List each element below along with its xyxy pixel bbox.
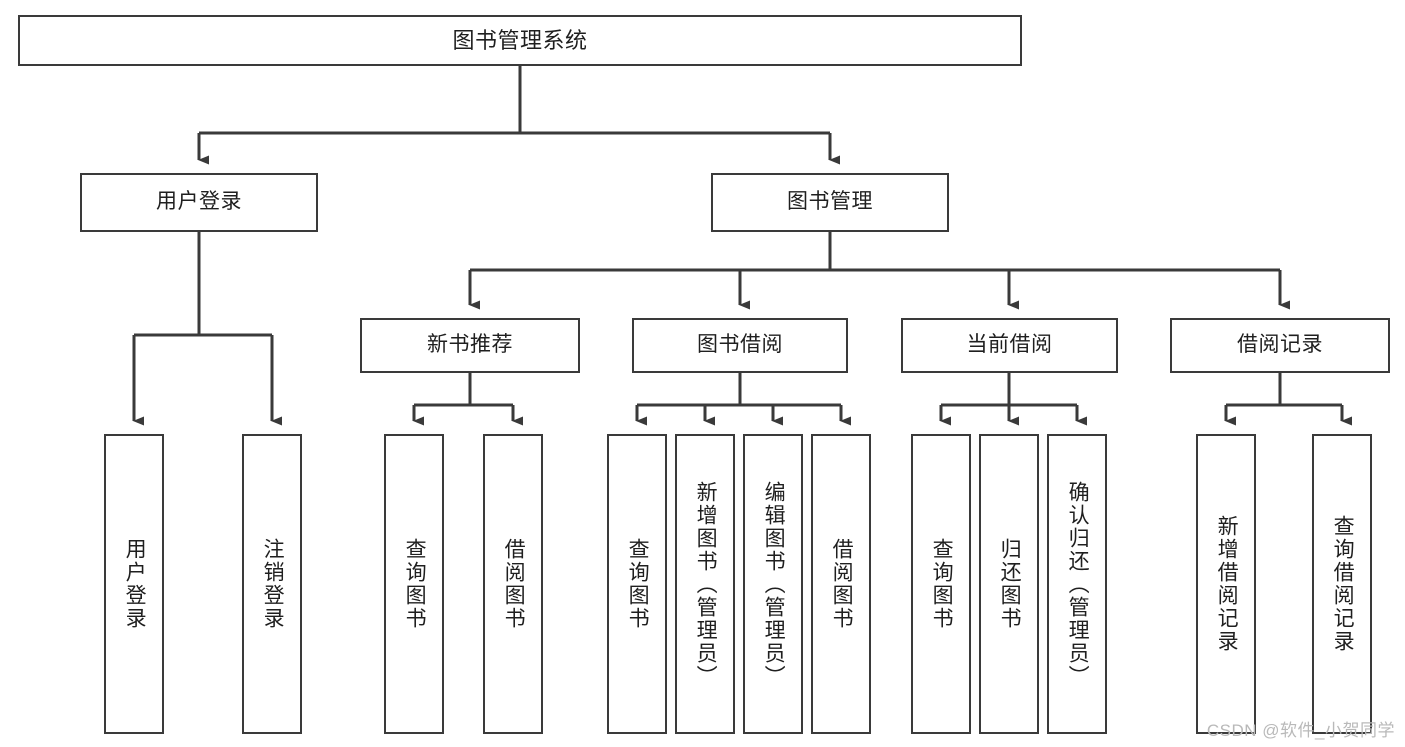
node-label: 当前借阅 bbox=[966, 333, 1053, 357]
node-borrow-record[interactable]: 借阅记录 bbox=[1170, 318, 1390, 373]
leaf-confirm-return-admin[interactable]: 确认归还（管理员） bbox=[1047, 434, 1107, 734]
node-label: 借阅记录 bbox=[1237, 333, 1323, 357]
node-label: 新增借阅记录 bbox=[1215, 515, 1239, 653]
node-root-system[interactable]: 图书管理系统 bbox=[18, 15, 1022, 66]
leaf-borrow-book-newbook[interactable]: 借阅图书 bbox=[483, 434, 543, 734]
leaf-query-book-borrow[interactable]: 查询图书 bbox=[607, 434, 667, 734]
node-book-borrow[interactable]: 图书借阅 bbox=[632, 318, 848, 373]
node-label: 图书管理系统 bbox=[452, 27, 588, 53]
leaf-add-borrow-record[interactable]: 新增借阅记录 bbox=[1196, 434, 1256, 734]
node-label: 确认归还（管理员） bbox=[1066, 480, 1090, 688]
leaf-query-borrow-record[interactable]: 查询借阅记录 bbox=[1312, 434, 1372, 734]
node-label: 注销登录 bbox=[261, 538, 285, 630]
leaf-edit-book-admin[interactable]: 编辑图书（管理员） bbox=[743, 434, 803, 734]
node-label: 编辑图书（管理员） bbox=[762, 480, 786, 688]
watermark: CSDN @软件_小贺同学 bbox=[1206, 721, 1395, 740]
node-label: 查询借阅记录 bbox=[1331, 515, 1355, 653]
node-label: 查询图书 bbox=[626, 538, 650, 630]
node-new-book-recommend[interactable]: 新书推荐 bbox=[360, 318, 580, 373]
node-label: 新增图书（管理员） bbox=[694, 480, 718, 688]
leaf-add-book-admin[interactable]: 新增图书（管理员） bbox=[675, 434, 735, 734]
leaf-logout[interactable]: 注销登录 bbox=[242, 434, 302, 734]
node-label: 新书推荐 bbox=[427, 333, 513, 357]
leaf-query-book-newbook[interactable]: 查询图书 bbox=[384, 434, 444, 734]
node-label: 借阅图书 bbox=[502, 538, 526, 630]
node-label: 用户登录 bbox=[123, 538, 147, 630]
node-label: 用户登录 bbox=[156, 190, 242, 214]
node-label: 归还图书 bbox=[998, 538, 1022, 630]
node-book-management[interactable]: 图书管理 bbox=[711, 173, 949, 232]
leaf-borrow-book[interactable]: 借阅图书 bbox=[811, 434, 871, 734]
leaf-user-login[interactable]: 用户登录 bbox=[104, 434, 164, 734]
node-label: 图书管理 bbox=[787, 190, 873, 214]
leaf-return-book[interactable]: 归还图书 bbox=[979, 434, 1039, 734]
node-user-login[interactable]: 用户登录 bbox=[80, 173, 318, 232]
node-label: 借阅图书 bbox=[830, 538, 854, 630]
node-label: 图书借阅 bbox=[697, 333, 783, 357]
node-label: 查询图书 bbox=[403, 538, 427, 630]
leaf-query-book-current[interactable]: 查询图书 bbox=[911, 434, 971, 734]
node-label: 查询图书 bbox=[930, 538, 954, 630]
node-current-borrow[interactable]: 当前借阅 bbox=[901, 318, 1118, 373]
